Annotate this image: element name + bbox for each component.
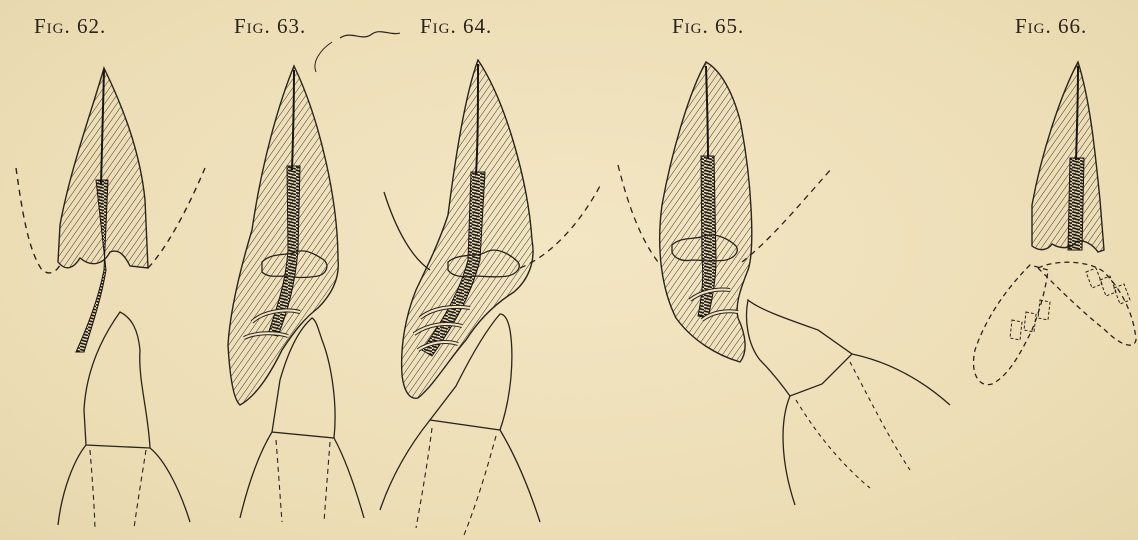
dotted-pin-66 bbox=[1114, 284, 1130, 304]
root-stump-62 bbox=[58, 445, 86, 525]
dotted-pin-66 bbox=[1010, 320, 1022, 340]
ink-squiggle bbox=[315, 42, 332, 72]
figure-64 bbox=[380, 60, 600, 535]
root-stump-62 bbox=[84, 312, 150, 448]
root-stump-64 bbox=[416, 428, 432, 528]
gum-line-62 bbox=[16, 168, 60, 273]
dotted-outline-66 bbox=[974, 265, 1048, 385]
root-stump-63 bbox=[334, 438, 364, 518]
root-stump-64 bbox=[380, 420, 430, 510]
root-stump-62 bbox=[150, 448, 190, 522]
root-stump-63 bbox=[276, 440, 282, 522]
dotted-pin-66 bbox=[1086, 268, 1102, 288]
root-stump-65 bbox=[850, 362, 910, 470]
gum-line-64 bbox=[384, 192, 430, 270]
root-stump-64 bbox=[500, 430, 540, 522]
crown-63 bbox=[228, 66, 338, 405]
gum-line-62 bbox=[148, 168, 205, 268]
gum-line-65 bbox=[618, 165, 658, 262]
root-stump-64 bbox=[464, 436, 496, 535]
root-stump-65 bbox=[852, 354, 950, 405]
dotted-pin-66 bbox=[1100, 276, 1116, 296]
root-stump-65 bbox=[747, 300, 853, 396]
root-stump-63 bbox=[324, 442, 330, 522]
figure-62 bbox=[16, 68, 205, 528]
root-stump-62 bbox=[90, 450, 95, 528]
ink-squiggle bbox=[340, 32, 400, 38]
crown-66 bbox=[1032, 62, 1104, 252]
root-stump-65 bbox=[783, 396, 795, 505]
root-stump-65 bbox=[796, 400, 870, 488]
root-stump-63 bbox=[240, 432, 272, 518]
figure-63 bbox=[228, 66, 364, 522]
root-stump-62 bbox=[134, 450, 146, 528]
screw-post-66 bbox=[1068, 158, 1084, 250]
gum-line-65 bbox=[742, 168, 832, 262]
figure-65 bbox=[618, 62, 950, 505]
dotted-pin-66 bbox=[1024, 312, 1036, 332]
figure-66 bbox=[974, 62, 1136, 385]
